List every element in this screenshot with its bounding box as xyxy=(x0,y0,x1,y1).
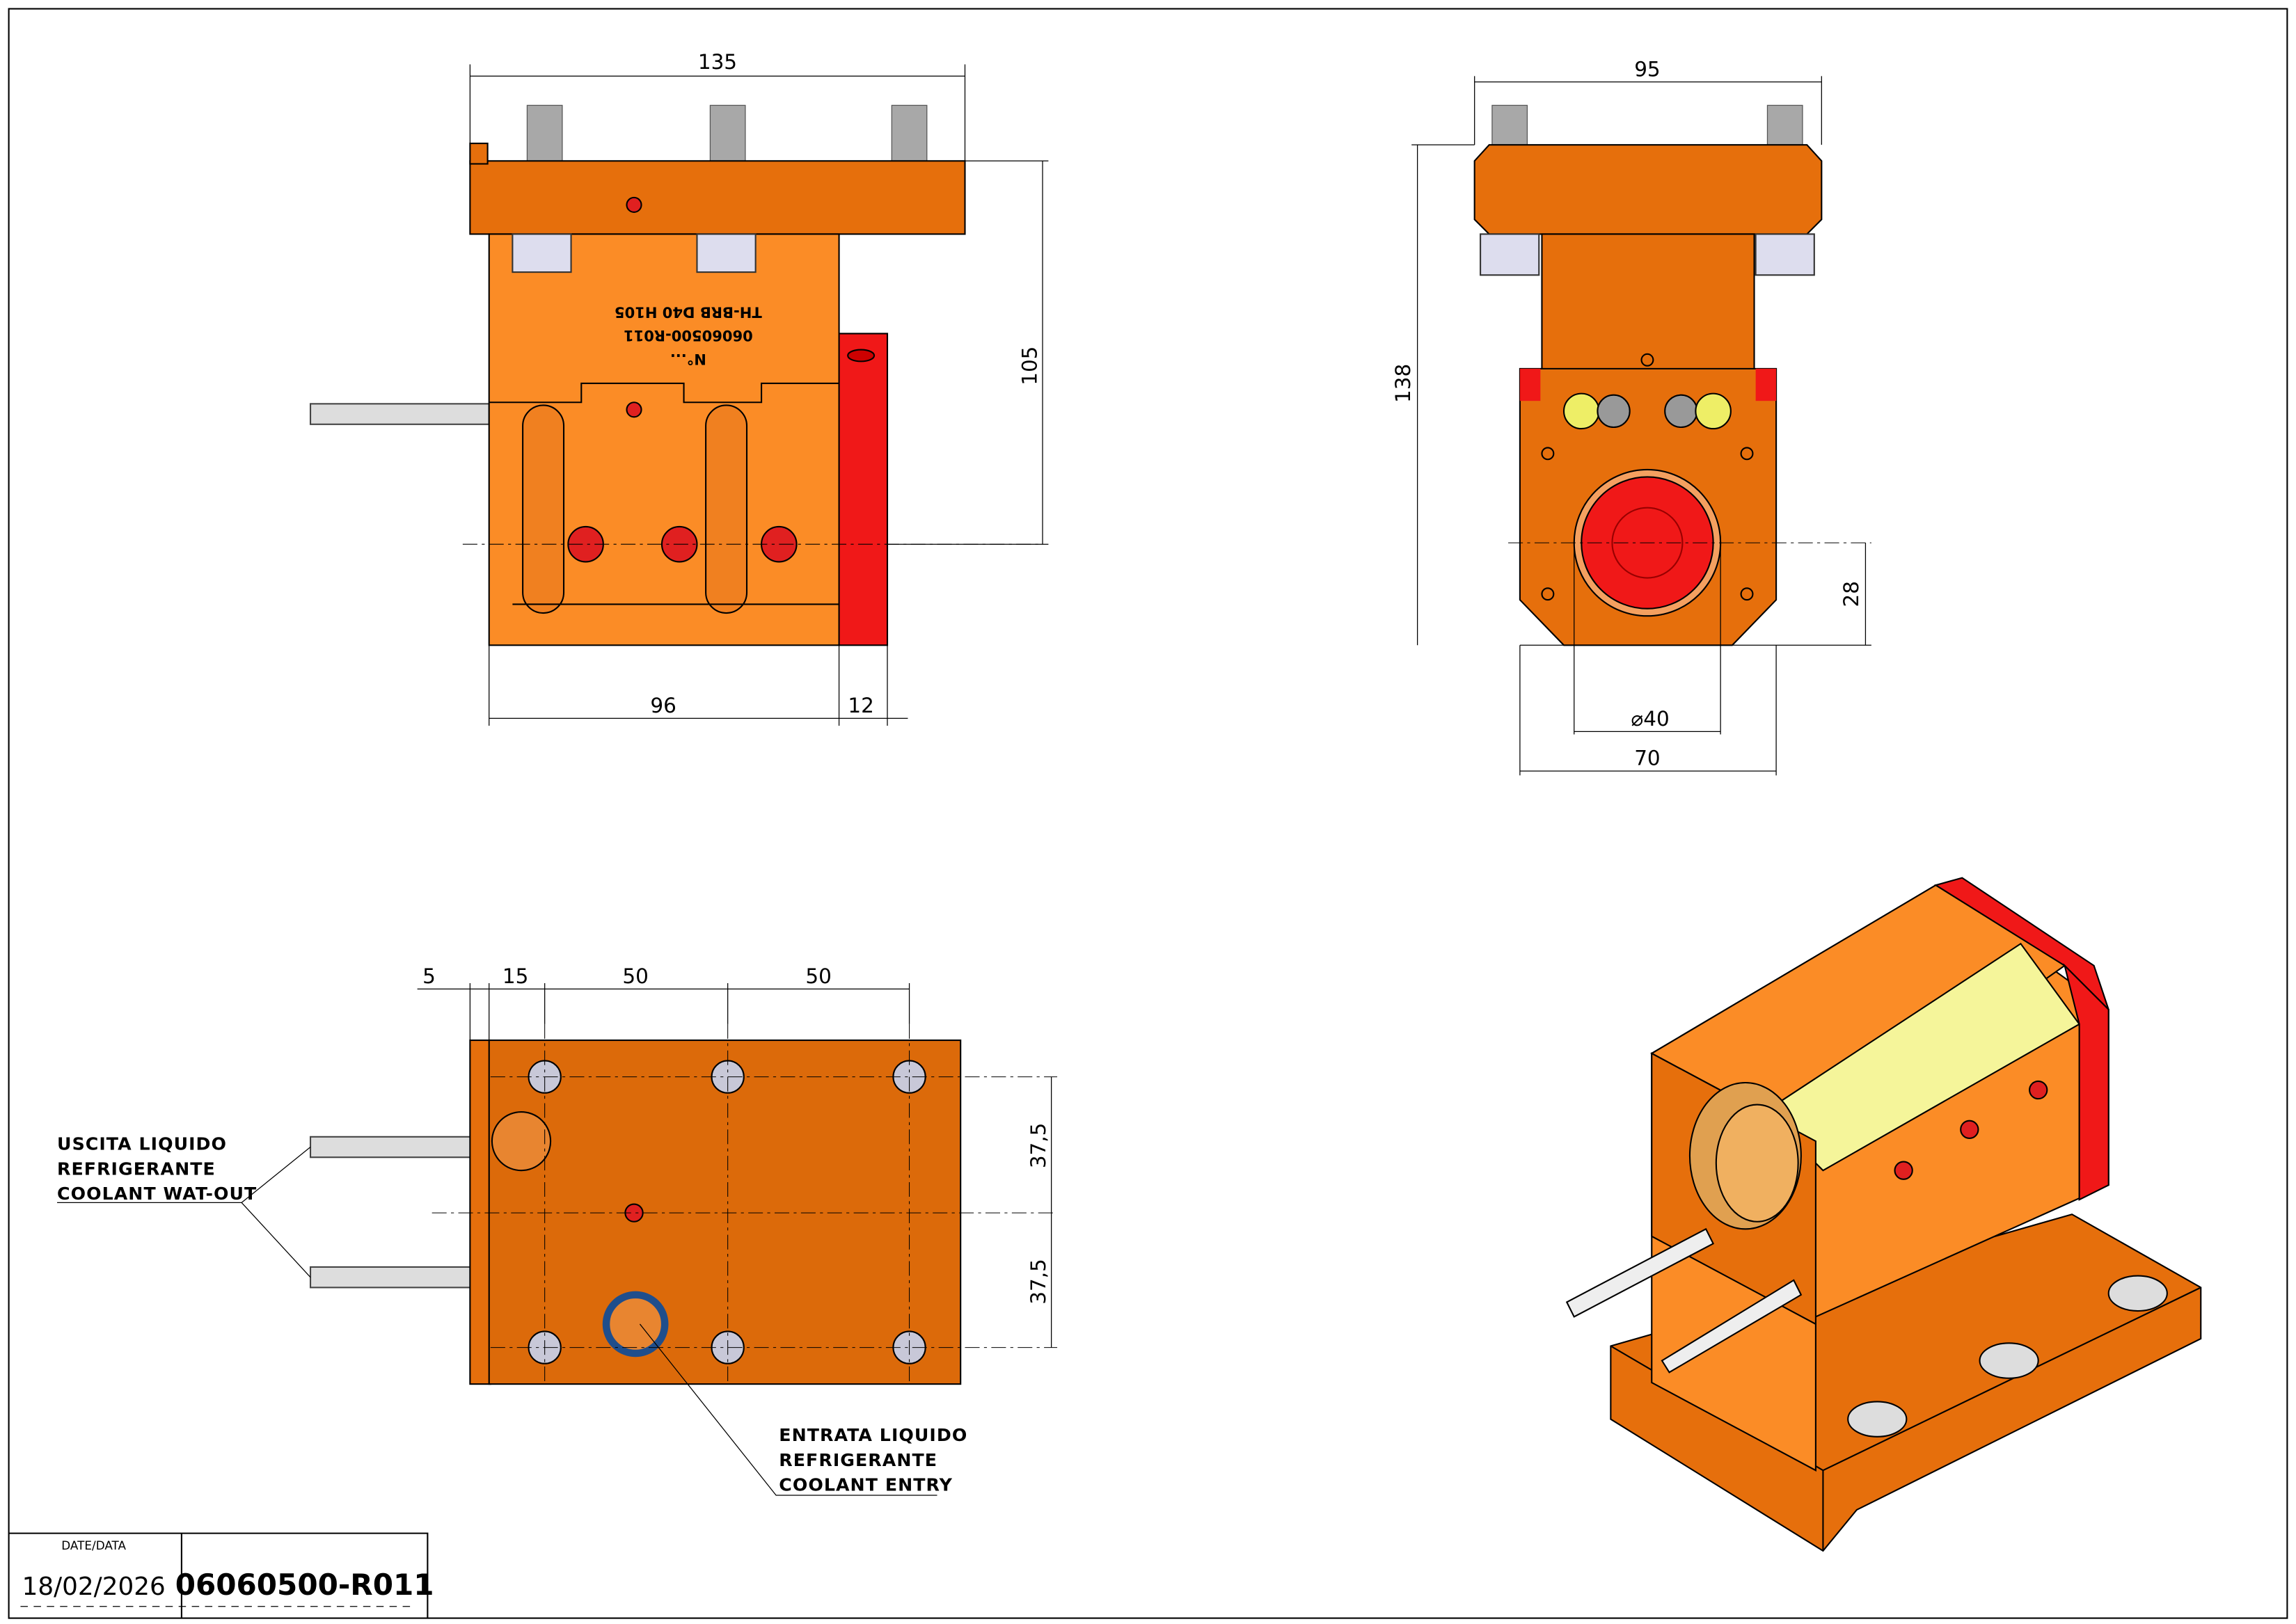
dim-138: 138 xyxy=(1391,364,1415,403)
dim-70: 70 xyxy=(1634,747,1660,770)
dim-50-b: 50 xyxy=(805,964,831,988)
dim-15: 15 xyxy=(502,964,528,988)
engraving-code: 06060500-R011 xyxy=(624,327,753,344)
isometric-view xyxy=(1565,877,2202,1552)
coolant-entry-port xyxy=(602,1291,669,1358)
bolt-studs xyxy=(526,104,928,161)
coolant-pin xyxy=(309,403,490,425)
note-coolant-out: USCITA LIQUIDO REFRIGERANTE COOLANT WAT-… xyxy=(57,1134,257,1204)
top-plate xyxy=(1473,144,1823,235)
dim-105: 105 xyxy=(1018,347,1042,385)
dim-135: 135 xyxy=(698,50,737,74)
dim-50-a: 50 xyxy=(622,964,648,988)
side-view: 95 138 28 ⌀40 70 xyxy=(1391,57,1871,776)
svg-text:REFRIGERANTE: REFRIGERANTE xyxy=(57,1159,216,1179)
engraving-model: TH-BRB D40 H105 xyxy=(615,304,762,321)
dim-diameter-40: ⌀40 xyxy=(1631,707,1670,731)
dim-5: 5 xyxy=(422,964,436,988)
svg-text:USCITA LIQUIDO: USCITA LIQUIDO xyxy=(57,1134,227,1154)
note-coolant-entry: ENTRATA LIQUIDO REFRIGERANTE COOLANT ENT… xyxy=(779,1425,967,1495)
top-plate xyxy=(469,160,966,235)
dim-95: 95 xyxy=(1634,57,1660,81)
title-block: DATE/DATA 18/02/2026 06060500-R011 xyxy=(8,1532,434,1618)
dim-28: 28 xyxy=(1839,581,1863,607)
svg-text:COOLANT ENTRY: COOLANT ENTRY xyxy=(779,1475,953,1495)
svg-text:COOLANT WAT-OUT: COOLANT WAT-OUT xyxy=(57,1184,257,1204)
bottom-view: 5 15 50 50 37,5 37,5 USCITA LIQUIDO REFR… xyxy=(57,964,1058,1496)
sheet-border xyxy=(8,8,2288,1619)
engraving-number: N°... xyxy=(670,351,706,368)
dim-37-5-b: 37,5 xyxy=(1027,1259,1050,1305)
dim-37-5-a: 37,5 xyxy=(1027,1123,1050,1169)
dim-96: 96 xyxy=(650,694,676,717)
red-plate xyxy=(838,333,889,646)
dim-12: 12 xyxy=(848,694,873,717)
svg-text:ENTRATA LIQUIDO: ENTRATA LIQUIDO xyxy=(779,1425,967,1445)
base-plate xyxy=(488,1039,962,1385)
date-value: 18/02/2026 xyxy=(22,1573,166,1601)
front-view: N°... 06060500-R011 TH-BRB D40 H105 135 … xyxy=(309,50,1049,726)
svg-text:REFRIGERANTE: REFRIGERANTE xyxy=(779,1450,937,1470)
part-number: 06060500-R011 xyxy=(175,1568,434,1602)
date-label: DATE/DATA xyxy=(61,1538,126,1552)
